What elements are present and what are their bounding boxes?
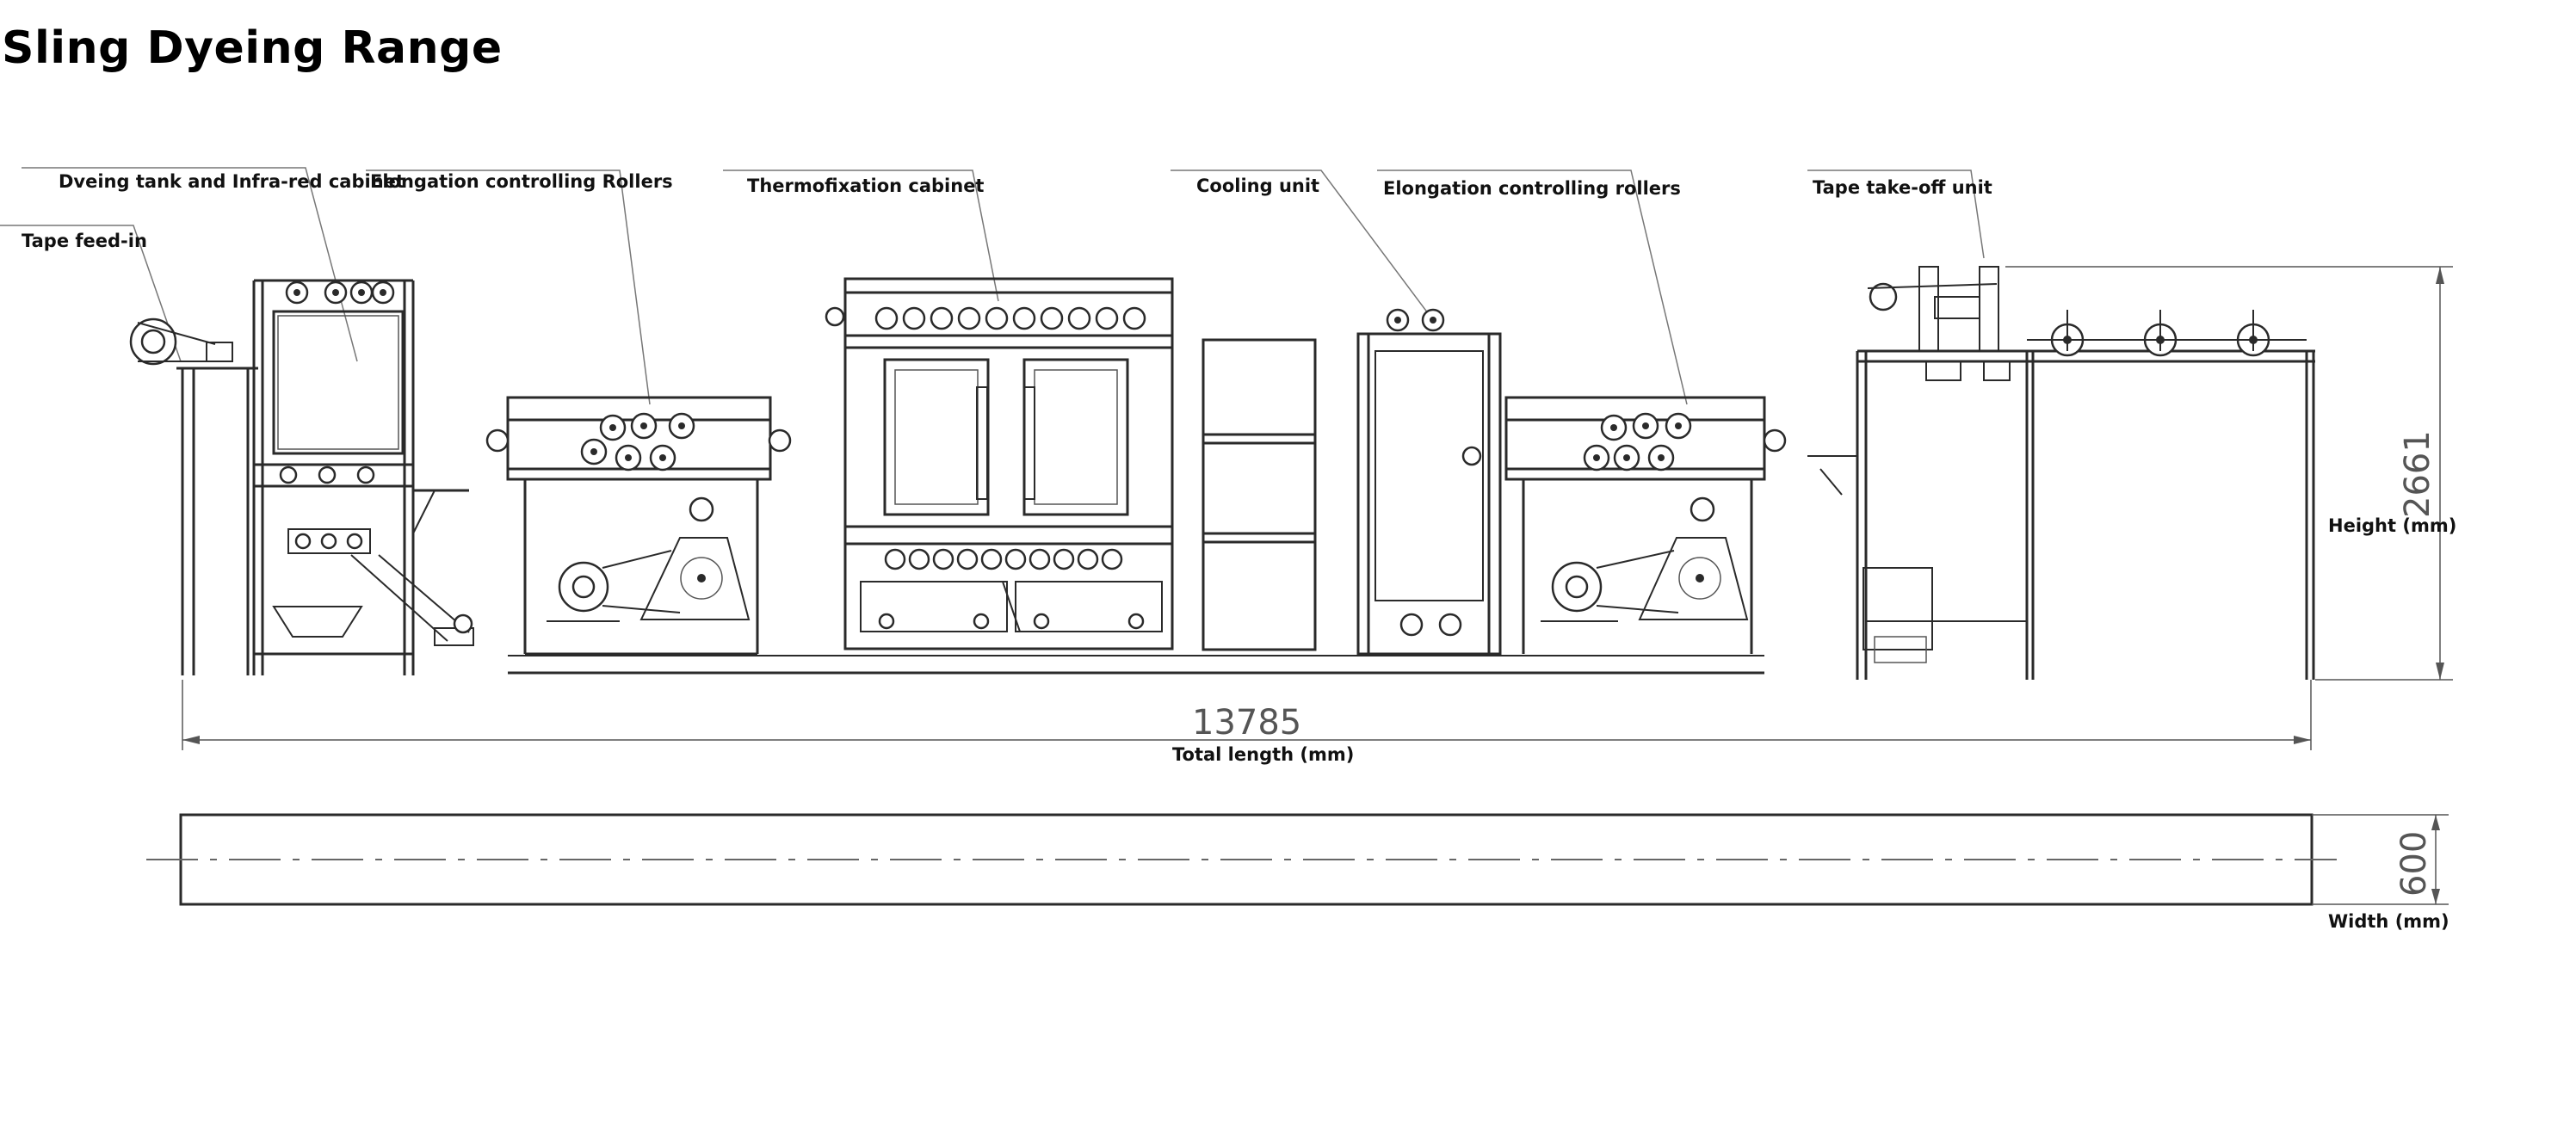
dimension-total-length: 13785	[1192, 703, 1301, 743]
cooling-unit	[1202, 308, 1502, 656]
label-thermofixation: Thermofixation cabinet	[747, 176, 984, 196]
label-tape-take-off: Tape take-off unit	[1813, 177, 1992, 198]
elongation-unit-1	[485, 396, 792, 656]
length-dimension	[182, 680, 2312, 750]
label-height: Height (mm)	[2328, 515, 2456, 536]
label-dyeing-tank: Dveing tank and Infra-red cabinet	[59, 171, 405, 192]
dimension-width: 600	[2394, 831, 2434, 897]
label-tape-feed-in: Tape feed-in	[22, 231, 147, 251]
width-dimension	[2312, 814, 2449, 905]
label-cooling-unit: Cooling unit	[1196, 176, 1319, 196]
tape-take-off-unit	[1807, 266, 2315, 680]
thermo-top-rollers	[825, 306, 1146, 330]
plan-view	[146, 813, 2337, 906]
label-elongation-rollers-1: Elongation controlling Rollers	[370, 171, 673, 192]
thermofixation-cabinet	[825, 277, 1174, 650]
dyeing-tank-cabinet	[252, 279, 474, 675]
dimension-height: 2661	[2398, 430, 2437, 518]
leader-lines	[0, 167, 1985, 405]
height-dimension	[2005, 266, 2453, 681]
label-width: Width (mm)	[2328, 911, 2449, 932]
page-title: Sling Dyeing Range	[2, 22, 503, 74]
label-total-length: Total length (mm)	[1172, 744, 1354, 765]
label-elongation-rollers-2: Elongation controlling rollers	[1383, 178, 1681, 199]
thermo-bottom-rollers	[884, 548, 1123, 570]
elongation-rollers-1	[580, 412, 695, 472]
dyeing-top-rollers	[285, 280, 395, 305]
tape-feed-in-unit	[129, 317, 258, 675]
elongation-unit-2	[1504, 396, 1787, 654]
elongation-rollers-2	[1583, 412, 1692, 472]
